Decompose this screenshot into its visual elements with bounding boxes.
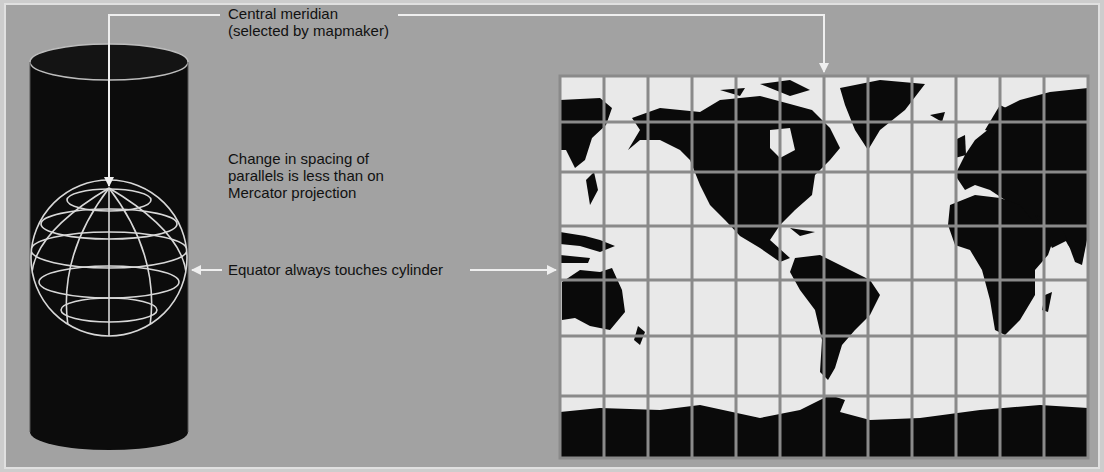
world-map: [560, 76, 1088, 458]
panel: [5, 4, 1099, 468]
globe: [31, 180, 187, 336]
callout-label: Central meridian (selected by mapmaker): [228, 5, 396, 39]
callout-label: Equator always touches cylinder: [228, 261, 464, 278]
leader-lines: [109, 15, 824, 270]
callout-label: Change in spacing of parallels is less t…: [228, 150, 414, 201]
